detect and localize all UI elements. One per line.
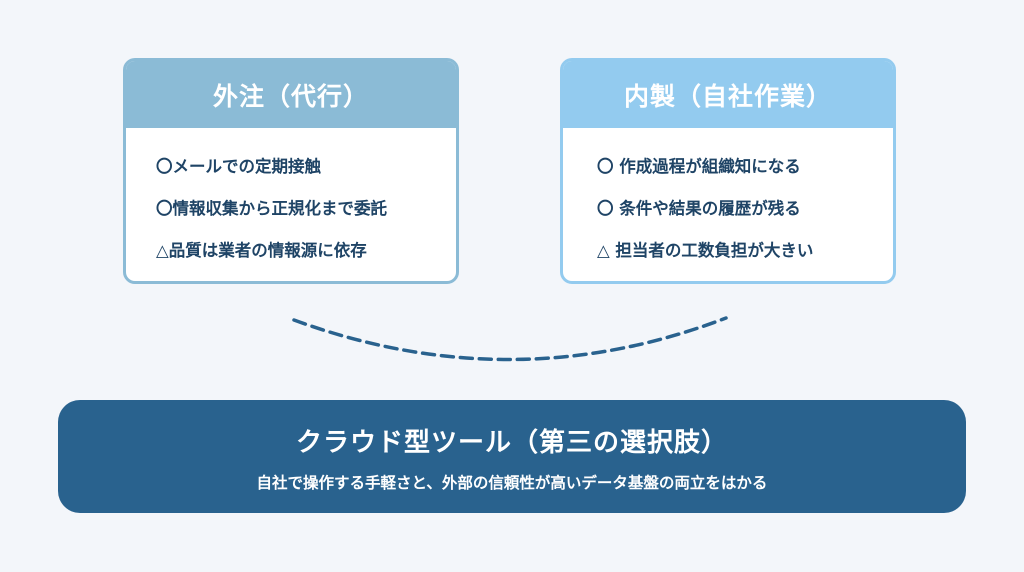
- inhouse-points-list: 〇 作成過程が組織知になる 〇 条件や結果の履歴が残る △ 担当者の工数負担が大…: [563, 128, 893, 272]
- banner-subtitle: 自社で操作する手軽さと、外部の信頼性が高いデータ基盤の両立をはかる: [256, 474, 768, 492]
- outsourcing-points-list: 〇メールでの定期接触 〇情報収集から正規化まで委託 △品質は業者の情報源に依存: [126, 128, 456, 272]
- outsourcing-card-title: 外注（代行）: [126, 61, 456, 128]
- inhouse-point: △ 担当者の工数負担が大きい: [597, 241, 814, 260]
- outsourcing-point: 〇情報収集から正規化まで委託: [156, 199, 387, 218]
- inhouse-card: 内製（自社作業） 〇 作成過程が組織知になる 〇 条件や結果の履歴が残る △ 担…: [560, 58, 896, 284]
- inhouse-card-title: 内製（自社作業）: [563, 61, 893, 128]
- cloud-tool-banner: クラウド型ツール（第三の選択肢） 自社で操作する手軽さと、外部の信頼性が高いデー…: [58, 400, 966, 513]
- inhouse-point: 〇 条件や結果の履歴が残る: [597, 199, 801, 218]
- banner-title: クラウド型ツール（第三の選択肢）: [295, 428, 728, 458]
- inhouse-point: 〇 作成過程が組織知になる: [597, 157, 801, 176]
- dashed-arc-path: [292, 316, 728, 362]
- outsourcing-point: 〇メールでの定期接触: [156, 157, 321, 176]
- outsourcing-point: △品質は業者の情報源に依存: [156, 241, 367, 260]
- outsourcing-card: 外注（代行） 〇メールでの定期接触 〇情報収集から正規化まで委託 △品質は業者の…: [123, 58, 459, 284]
